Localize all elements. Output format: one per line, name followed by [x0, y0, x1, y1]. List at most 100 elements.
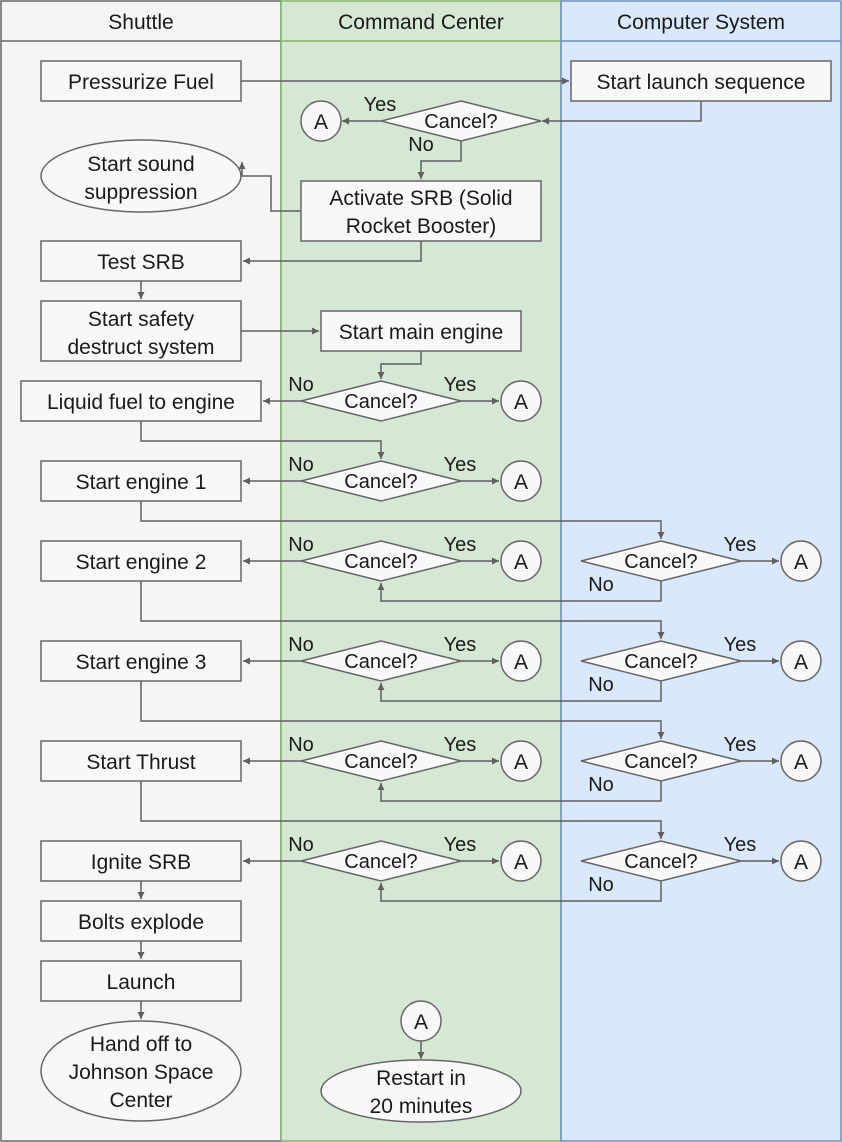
decision-cancel	[300, 540, 462, 582]
edge-label-yes: Yes	[724, 834, 757, 856]
edge	[377, 781, 662, 802]
connector-a	[780, 740, 822, 782]
decision-cancel	[580, 540, 742, 582]
edge-label-yes: Yes	[444, 534, 477, 556]
label-connector-a: A	[514, 551, 528, 574]
process-pressurize-fuel	[40, 60, 242, 102]
decision-cancel	[300, 460, 462, 502]
label-pressurize-fuel: Pressurize Fuel	[68, 71, 214, 94]
edge	[377, 681, 662, 702]
label-activate-srb-line1: Activate SRB (Solid	[329, 187, 512, 210]
label-cancel: Cancel?	[344, 851, 417, 873]
label-safety-destruct-line1: Start safety	[88, 308, 195, 331]
edge	[377, 581, 662, 602]
decision-cancel	[300, 640, 462, 682]
edge	[377, 351, 422, 379]
edge	[140, 681, 665, 739]
edge	[377, 881, 662, 902]
label-test-srb: Test SRB	[97, 251, 185, 274]
lane-title-shuttle: Shuttle	[108, 11, 173, 34]
label-hand-off-line2: Johnson Space	[69, 1061, 214, 1084]
decision-cancel	[580, 840, 742, 882]
label-connector-a: A	[514, 851, 528, 874]
label-cancel: Cancel?	[624, 751, 697, 773]
decision-cancel	[380, 100, 542, 142]
lane-title-command-center: Command Center	[338, 11, 504, 34]
label-connector-a: A	[514, 471, 528, 494]
label-hand-off-line1: Hand off to	[90, 1033, 192, 1056]
process-start-thrust	[40, 740, 242, 782]
label-connector-a: A	[314, 111, 328, 134]
connector-a	[780, 540, 822, 582]
edge-label-no: No	[408, 134, 434, 156]
edge-label-no: No	[288, 834, 314, 856]
lane-title-computer-system: Computer System	[617, 11, 785, 34]
process-ignite-srb	[40, 840, 242, 882]
label-cancel: Cancel?	[624, 551, 697, 573]
process-liquid-fuel	[20, 380, 262, 422]
label-cancel: Cancel?	[344, 651, 417, 673]
label-launch: Launch	[107, 971, 176, 994]
edge-label-yes: Yes	[444, 834, 477, 856]
label-cancel: Cancel?	[344, 471, 417, 493]
decision-cancel	[300, 380, 462, 422]
label-liquid-fuel: Liquid fuel to engine	[47, 391, 235, 414]
edge	[243, 241, 422, 265]
label-hand-off-line3: Center	[109, 1089, 172, 1112]
connector-a	[500, 380, 542, 422]
label-connector-a: A	[514, 391, 528, 414]
edge	[238, 162, 301, 212]
label-cancel: Cancel?	[344, 551, 417, 573]
connector-a	[500, 540, 542, 582]
edge-label-yes: Yes	[444, 374, 477, 396]
label-start-main-engine: Start main engine	[339, 321, 504, 344]
edge	[417, 141, 462, 179]
process-start-engine-1	[40, 460, 242, 502]
process-start-engine-3	[40, 640, 242, 682]
terminator-hand-off	[40, 1020, 242, 1122]
connector-a	[780, 840, 822, 882]
decision-cancel	[300, 840, 462, 882]
label-connector-a: A	[794, 651, 808, 674]
label-cancel: Cancel?	[424, 111, 497, 133]
connector-a	[500, 640, 542, 682]
edge-label-yes: Yes	[724, 734, 757, 756]
label-cancel: Cancel?	[624, 651, 697, 673]
connector-a	[300, 100, 342, 142]
edge-label-no: No	[288, 534, 314, 556]
connector-a	[400, 1000, 442, 1042]
connector-a	[780, 640, 822, 682]
edge-label-no: No	[288, 734, 314, 756]
label-cancel: Cancel?	[624, 851, 697, 873]
label-restart-line1: Restart in	[376, 1067, 466, 1090]
terminator-restart	[320, 1059, 522, 1123]
process-start-main-engine	[320, 310, 522, 352]
edge	[542, 101, 702, 125]
label-sound-suppression-line1: Start sound	[87, 153, 194, 176]
label-connector-a: A	[794, 751, 808, 774]
edge-label-yes: Yes	[724, 634, 757, 656]
edge-label-no: No	[588, 774, 614, 796]
edge-labels: Yes No No Yes No Yes No Yes No Yes No Ye…	[288, 94, 756, 896]
label-safety-destruct-line2: destruct system	[67, 336, 214, 359]
edge-label-no: No	[588, 574, 614, 596]
label-connector-a: A	[794, 851, 808, 874]
label-connector-a: A	[794, 551, 808, 574]
label-sound-suppression-line2: suppression	[84, 181, 197, 204]
label-restart-line2: 20 minutes	[370, 1095, 473, 1118]
edges	[137, 77, 779, 1059]
edge	[140, 421, 385, 459]
label-connector-a: A	[514, 751, 528, 774]
nodes	[20, 60, 832, 1123]
label-start-thrust: Start Thrust	[86, 751, 195, 774]
decision-cancel	[580, 740, 742, 782]
decision-cancel	[300, 740, 462, 782]
connector-a	[500, 740, 542, 782]
edge-label-yes: Yes	[724, 534, 757, 556]
label-cancel: Cancel?	[344, 391, 417, 413]
process-bolts-explode	[40, 900, 242, 942]
edge-label-yes: Yes	[444, 634, 477, 656]
node-labels: Pressurize Fuel Start launch sequence St…	[47, 71, 808, 1118]
